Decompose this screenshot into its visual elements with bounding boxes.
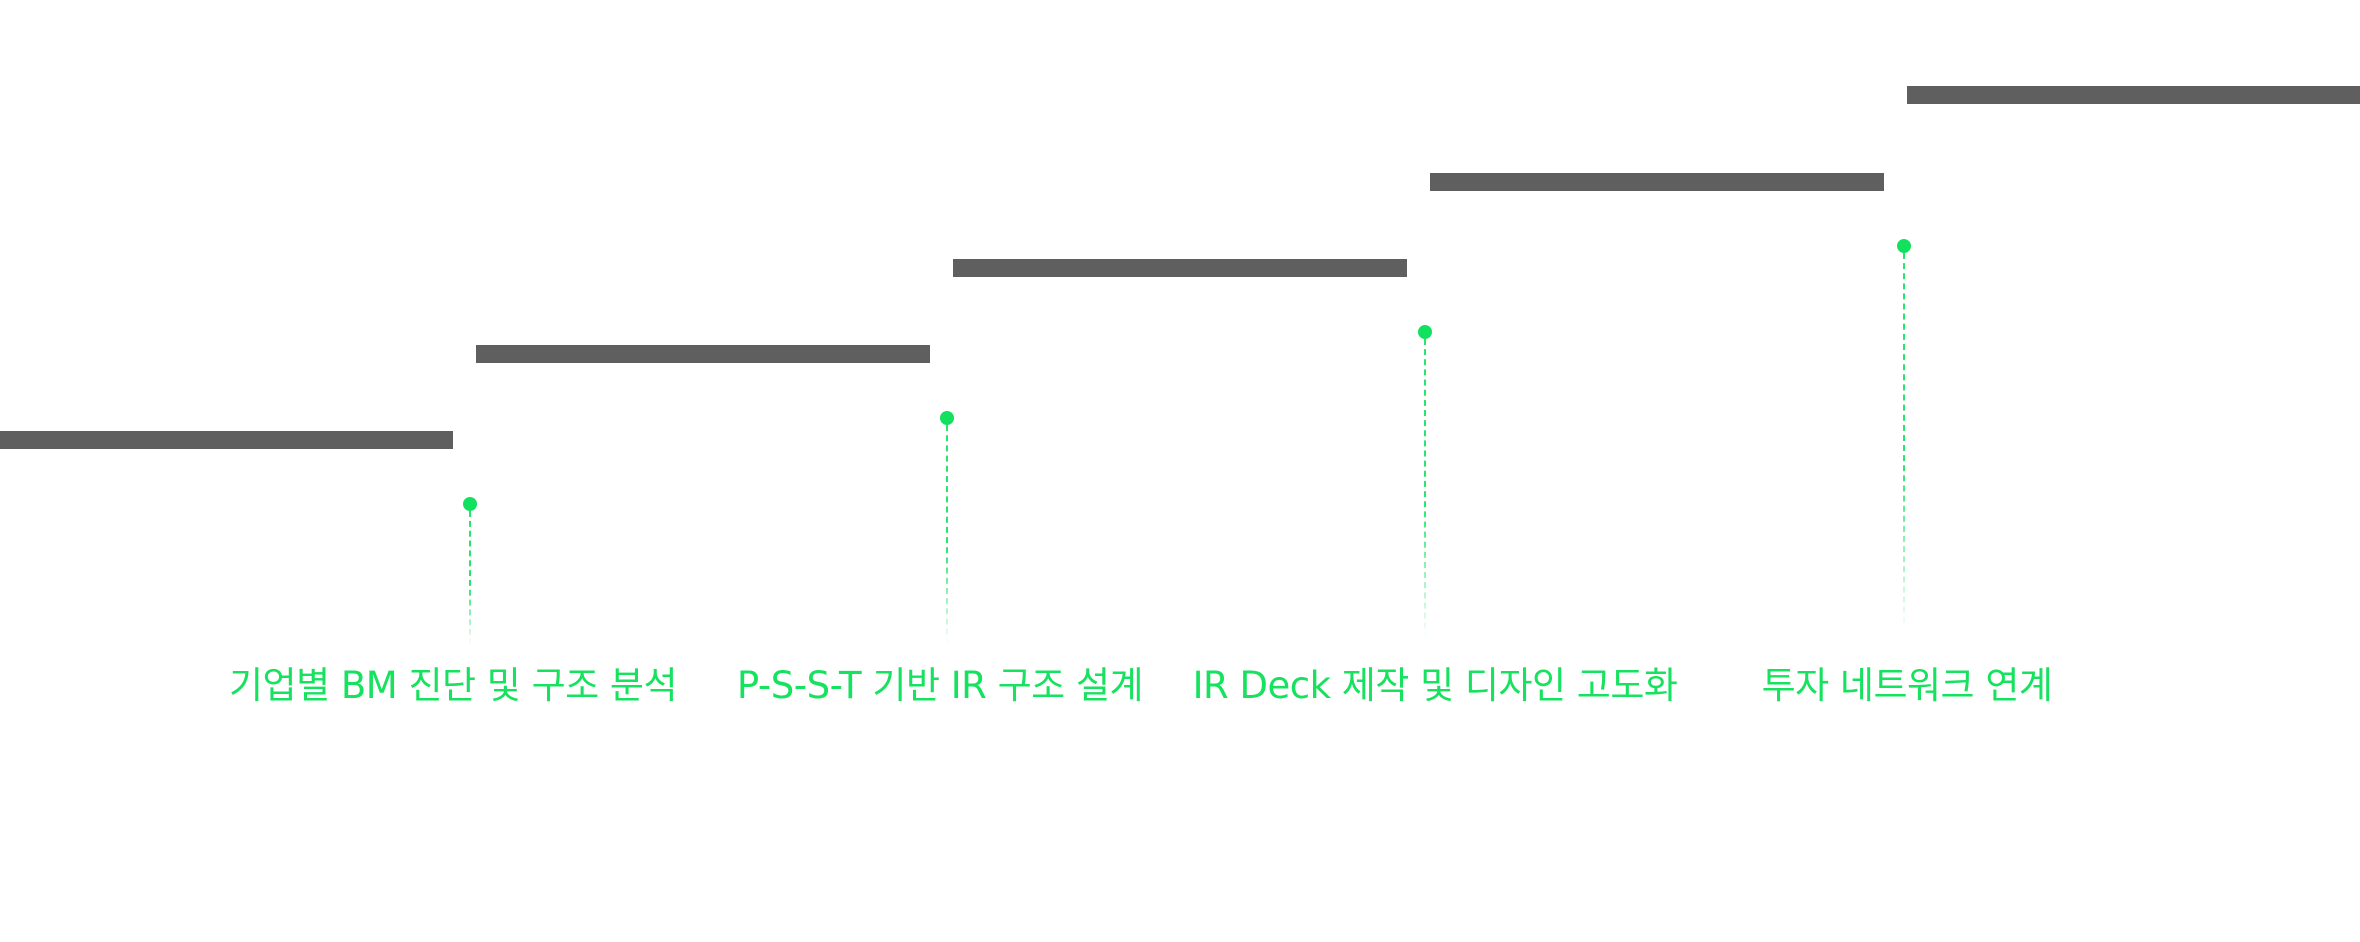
step-3-label: IR Deck 제작 및 디자인 고도화 [1192, 664, 1678, 707]
step-4-label: 투자 네트워크 연계 [1761, 664, 2053, 707]
step-1-marker-dot [463, 497, 477, 511]
stair-step-1 [0, 431, 453, 449]
step-2-label: P-S-S-T 기반 IR 구조 설계 [736, 664, 1144, 707]
step-4-marker-dot [1897, 239, 1911, 253]
stair-step-3 [953, 259, 1407, 277]
step-3-marker-dot [1418, 325, 1432, 339]
step-3-connector-line [1423, 339, 1429, 639]
step-2-marker-dot [940, 411, 954, 425]
step-4-connector-line [1902, 253, 1908, 633]
step-1-connector-line [468, 511, 474, 645]
stair-step-4 [1430, 173, 1884, 191]
step-2-connector-line [945, 425, 951, 645]
step-1-label: 기업별 BM 진단 및 구조 분석 [228, 664, 678, 707]
stair-step-5 [1907, 86, 2360, 104]
stair-step-2 [476, 345, 930, 363]
